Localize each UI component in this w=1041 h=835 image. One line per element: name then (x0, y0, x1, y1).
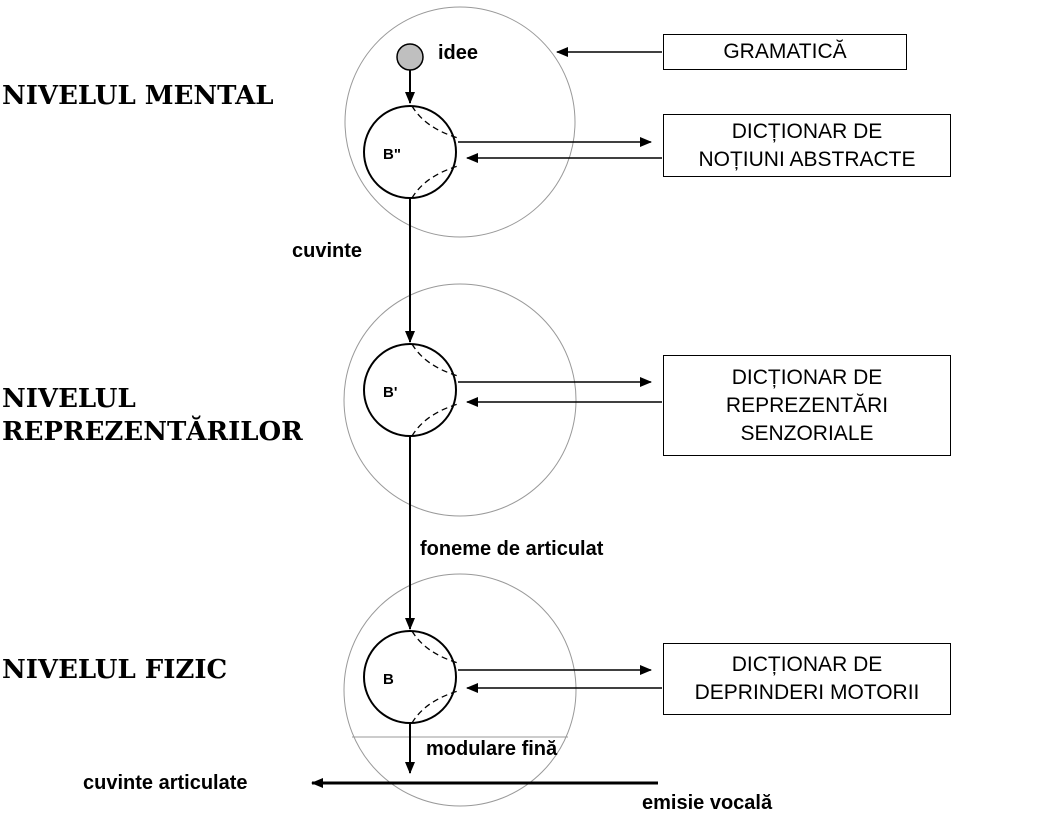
idea-label: idee (438, 42, 479, 64)
phonemes-label: foneme de articulat (420, 538, 604, 560)
node-b-double-prime: B" (363, 105, 459, 199)
node-label-middle: B' (383, 384, 397, 401)
node-label-bottom: B (383, 671, 394, 688)
representation-level-label-line-1: NIVELUL (2, 384, 136, 414)
motor-dictionary-line-1: DICȚIONAR DE (731, 653, 883, 676)
grammar-box: GRAMATICĂ (663, 34, 907, 70)
mental-level-label: NIVELUL MENTAL (2, 81, 274, 111)
motor-dictionary-line-2: DEPRINDERI MOTORII (694, 681, 920, 704)
motor-skills-dictionary-box: DICȚIONAR DE DEPRINDERI MOTORII (663, 643, 951, 715)
representation-level-circle (343, 283, 577, 517)
representation-level-label: NIVELUL REPREZENTĂRILOR (2, 383, 303, 449)
vocal-emission-label: emisie vocală (642, 792, 773, 814)
node-b-prime: B' (363, 343, 459, 437)
representation-level-label-line-2: REPREZENTĂRILOR (2, 417, 303, 447)
articulated-words-label: cuvinte articulate (83, 772, 248, 794)
idea-node (396, 43, 424, 71)
sensory-dictionary-line-2: REPREZENTĂRI (725, 393, 889, 417)
sensory-dictionary-line-3: SENZORIALE (740, 421, 874, 445)
physical-level-label: NIVELUL FIZIC (2, 655, 228, 685)
abstract-dictionary-line-2: NOȚIUNI ABSTRACTE (698, 147, 916, 171)
grammar-box-line-1: GRAMATICĂ (723, 40, 847, 63)
sensory-dictionary-line-1: DICȚIONAR DE (731, 365, 883, 389)
abstract-dictionary-line-1: DICȚIONAR DE (731, 119, 883, 143)
node-b: B (363, 630, 459, 724)
mental-level-circle (344, 6, 576, 238)
abstract-notions-dictionary-box: DICȚIONAR DE NOȚIUNI ABSTRACTE (663, 114, 951, 177)
fine-modulation-label: modulare fină (426, 738, 558, 760)
physical-level-circle (343, 573, 577, 807)
sensory-representations-dictionary-box: DICȚIONAR DE REPREZENTĂRI SENZORIALE (663, 355, 951, 456)
words-label: cuvinte (292, 240, 363, 262)
node-label-top: B" (383, 146, 401, 163)
